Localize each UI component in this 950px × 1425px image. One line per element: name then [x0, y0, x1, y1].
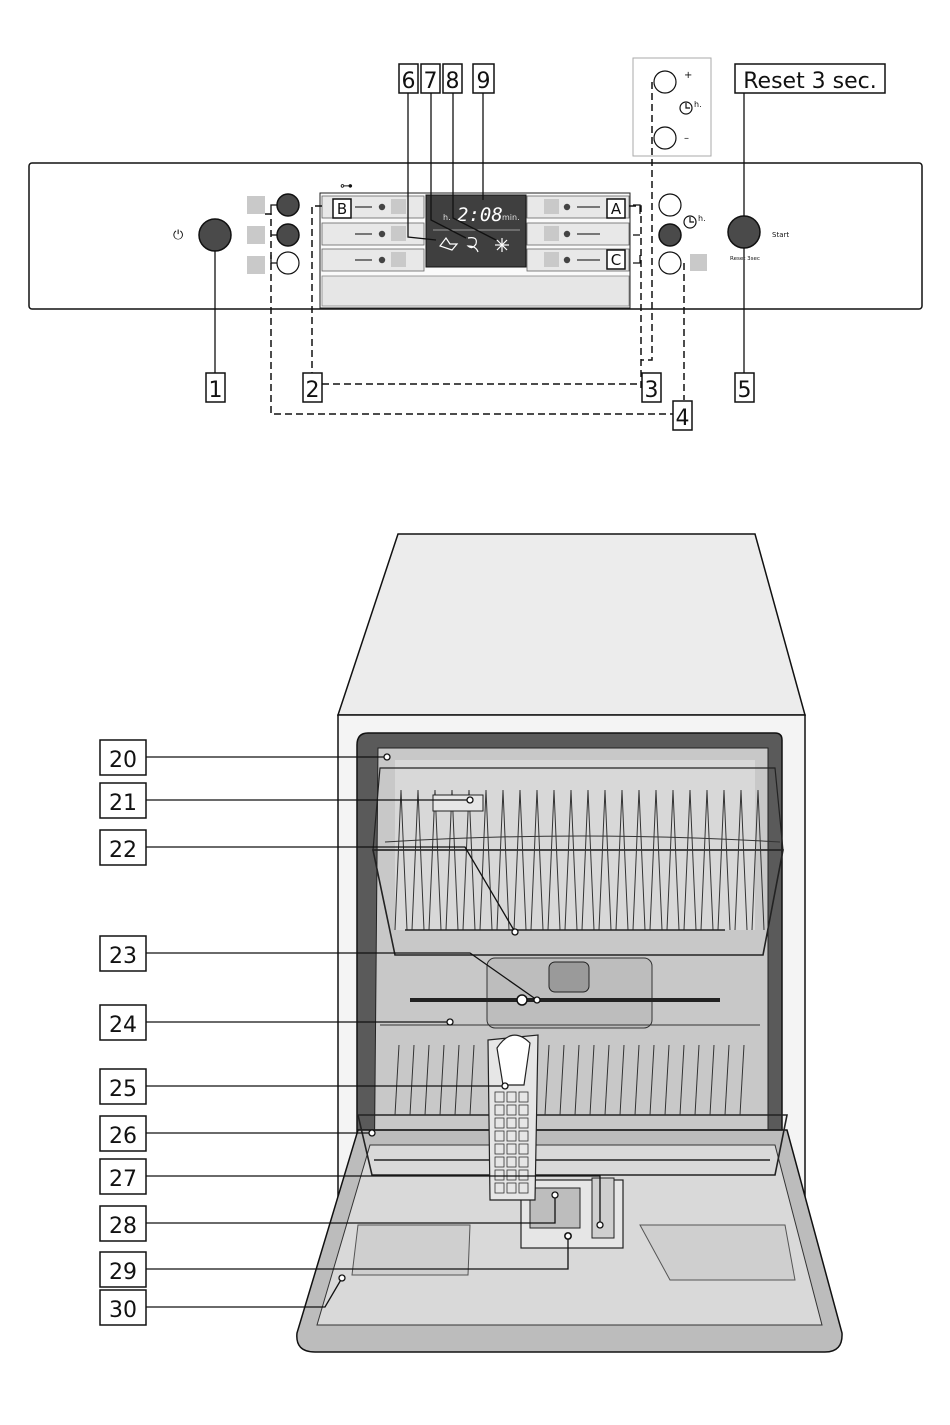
cutlery-basket	[488, 1035, 538, 1200]
callout-21: 21	[109, 791, 137, 816]
callout-9: 9	[477, 69, 491, 94]
timer-minus-button[interactable]	[659, 252, 681, 274]
program-button-3[interactable]	[277, 252, 299, 274]
interior-callouts: 20 21 22 23 24 25 26 27 28 29 30	[100, 740, 146, 1325]
timer-hours-label: h.	[698, 214, 706, 223]
callout-28: 28	[109, 1214, 137, 1239]
display-minutes-label: min.	[502, 213, 520, 222]
inset-minus-label: –	[684, 133, 689, 144]
callout-1: 1	[209, 378, 223, 403]
callout-3: 3	[645, 378, 659, 403]
callout-5: 5	[738, 378, 752, 403]
program-label-c-text: C	[611, 251, 621, 269]
callout-4: 4	[676, 406, 690, 431]
inset-minus-button	[654, 127, 676, 149]
callout-2: 2	[306, 378, 320, 403]
indicator-square	[247, 226, 265, 244]
program-label-a-text: A	[611, 200, 622, 218]
control-panel: ⏻ ⊶	[29, 163, 922, 309]
power-button[interactable]	[199, 219, 231, 251]
panel-bottom-callouts: 1 2 3 4 5	[206, 373, 754, 431]
callout-27: 27	[109, 1167, 137, 1192]
inset-plus-label: +	[684, 70, 692, 81]
sun-icon	[495, 238, 509, 252]
start-label: Start	[772, 231, 789, 239]
power-icon: ⏻	[173, 228, 183, 243]
callout-29: 29	[109, 1260, 137, 1285]
inset-plus-button	[654, 71, 676, 93]
callout-30: 30	[109, 1298, 137, 1323]
callout-8: 8	[446, 69, 460, 94]
child-lock-key-icon: ⊶	[340, 179, 353, 194]
callout-7: 7	[424, 69, 438, 94]
callout-20: 20	[109, 748, 137, 773]
timer-plus-button[interactable]	[659, 194, 681, 216]
program-label-b-text: B	[337, 200, 347, 218]
program-button-2[interactable]	[277, 224, 299, 246]
start-button[interactable]	[728, 216, 760, 248]
callout-22: 22	[109, 838, 137, 863]
indicator-square	[247, 196, 265, 214]
program-button-1[interactable]	[277, 194, 299, 216]
callout-24: 24	[109, 1013, 137, 1038]
callout-23: 23	[109, 944, 137, 969]
reset-callout: Reset 3 sec.	[735, 64, 885, 94]
indicator-square	[247, 256, 265, 274]
reset-small-label: Reset 3sec	[730, 256, 760, 262]
dishwasher-body	[297, 534, 842, 1352]
display-lower-strip	[322, 276, 629, 306]
display-hours-label: h.	[443, 213, 451, 222]
timer-inset: + h. –	[633, 58, 711, 156]
callouts-6-9: 6 7 8 9	[399, 64, 494, 94]
timer-button[interactable]	[659, 224, 681, 246]
callout-6: 6	[402, 69, 416, 94]
callout-26: 26	[109, 1124, 137, 1149]
cup-shelf	[433, 795, 483, 811]
reset-callout-text: Reset 3 sec.	[743, 69, 877, 94]
indicator-square	[690, 254, 707, 271]
callout-25: 25	[109, 1077, 137, 1102]
display-time-value: 2:08	[457, 204, 503, 226]
inset-hours-label: h.	[694, 100, 702, 109]
